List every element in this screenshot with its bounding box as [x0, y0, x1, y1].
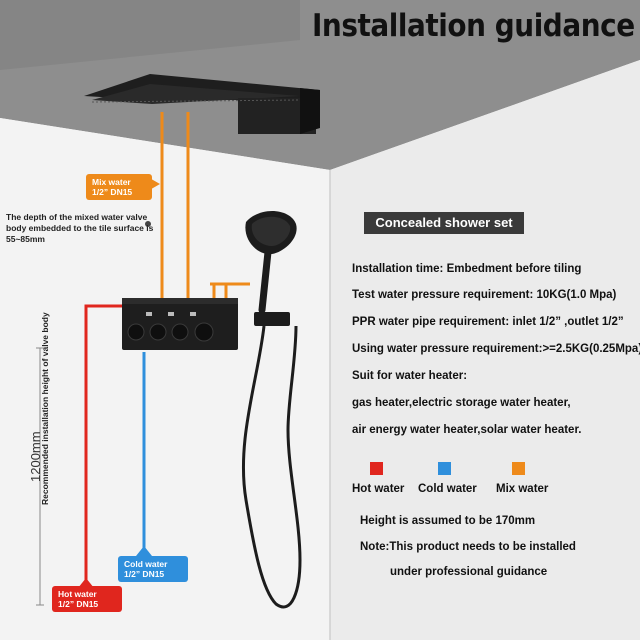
rain-showerhead	[84, 74, 320, 134]
concealed-set-title: Concealed shower set	[364, 212, 524, 234]
mix-water-tag-line1: Mix water	[92, 177, 131, 187]
legend-swatch-hot	[370, 462, 383, 475]
cold-tag-pointer	[136, 546, 152, 556]
legend-label-mix: Mix water	[496, 483, 549, 495]
mix-water-tag: Mix water 1/2” DN15	[86, 174, 152, 200]
spec-test-pressure: Test water pressure requirement: 10KG(1.…	[352, 289, 617, 301]
height-dimension	[36, 347, 44, 606]
spec-using-pressure: Using water pressure requirement:>=2.5KG…	[352, 343, 640, 355]
hot-water-tag: Hot water 1/2” DN15	[52, 586, 122, 612]
hot-water-pipe	[84, 304, 132, 590]
legend-swatch-cold	[438, 462, 451, 475]
depth-note-dot	[145, 221, 151, 227]
mix-water-tag-line2: 1/2” DN15	[92, 187, 133, 197]
installation-note-line1: Note:This product needs to be installed	[360, 541, 576, 553]
ceiling-shade	[0, 0, 300, 70]
legend-label-hot: Hot water	[352, 483, 405, 495]
depth-note: The depth of the mixed water valve body …	[6, 212, 154, 244]
legend-label-cold: Cold water	[418, 483, 477, 495]
hot-water-tag-line2: 1/2” DN15	[58, 599, 99, 609]
hot-water-tag-line1: Hot water	[58, 589, 97, 599]
cold-water-tag-line1: Cold water	[124, 559, 168, 569]
hand-shower	[242, 210, 302, 609]
cold-water-tag-line2: 1/2” DN15	[124, 569, 165, 579]
mix-water-pipes	[160, 112, 250, 300]
right-wall	[330, 60, 640, 640]
spec-heater-heading: Suit for water heater:	[352, 370, 468, 382]
installation-note-line2: under professional guidance	[390, 566, 548, 578]
spec-installation-time: Installation time: Embedment before tili…	[352, 263, 582, 275]
cold-water-tag: Cold water 1/2” DN15	[118, 556, 188, 582]
height-value: 1200mm	[28, 431, 43, 482]
height-assumed-note: Height is assumed to be 170mm	[360, 515, 536, 527]
page-title: Installation guidance	[312, 8, 635, 44]
spec-ppr-pipe: PPR water pipe requirement: inlet 1/2” ,…	[352, 316, 624, 328]
spec-heater-types-1: gas heater,electric storage water heater…	[352, 397, 571, 409]
valve-panel	[122, 298, 238, 350]
hot-tag-pointer	[78, 578, 94, 588]
spec-heater-types-2: air energy water heater,solar water heat…	[352, 424, 582, 436]
legend-swatch-mix	[512, 462, 525, 475]
